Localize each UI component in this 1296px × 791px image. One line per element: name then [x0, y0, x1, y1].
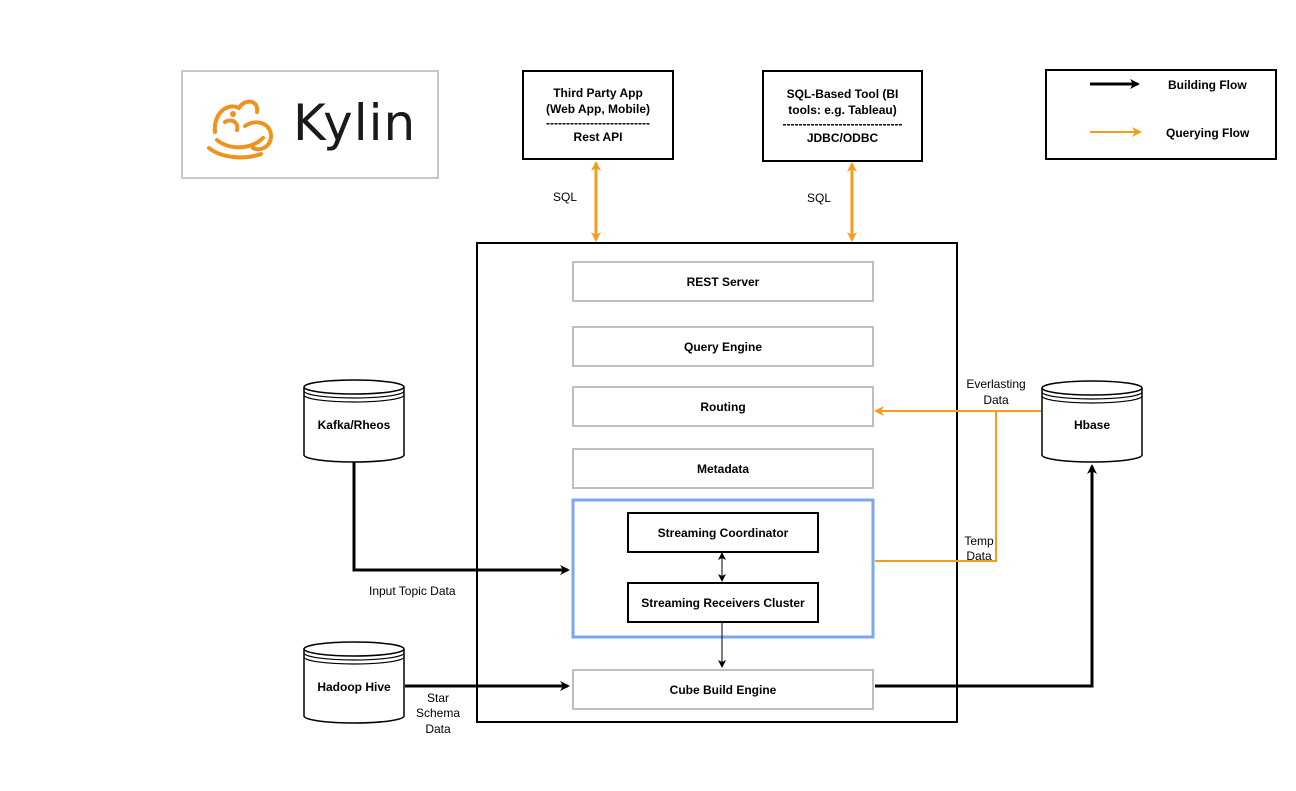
sql-tool-divider: ------------------------------ [782, 117, 903, 131]
hbase-label: Hbase [1073, 418, 1111, 432]
sql-label-right: SQL [807, 191, 832, 205]
kafka-label: Kafka/Rheos [317, 418, 391, 432]
rest-server-component[interactable]: REST Server [572, 261, 874, 302]
logo-wordmark: Kylin [293, 94, 417, 152]
third-party-app-subtitle: (Web App, Mobile) [546, 102, 650, 116]
sql-tool-box[interactable]: SQL-Based Tool (BI tools: e.g. Tableau) … [762, 70, 923, 162]
hive-label: Hadoop Hive [317, 680, 391, 694]
third-party-app-box[interactable]: Third Party App (Web App, Mobile) ------… [522, 70, 674, 160]
kafka-cylinder [303, 379, 405, 463]
everlasting-label: Everlasting [966, 377, 1026, 391]
input-topic-label: Input Topic Data [369, 584, 456, 598]
input-topic-flow [352, 460, 570, 575]
rest-api-label: Rest API [573, 130, 623, 144]
third-party-app-divider: -------------------------- [546, 116, 650, 130]
legend-building-label: Building Flow [1168, 78, 1247, 92]
routing-component[interactable]: Routing [572, 386, 874, 427]
legend-box [1045, 69, 1277, 160]
sql-tool-title: SQL-Based Tool (BI [786, 87, 899, 101]
legend-querying-label: Querying Flow [1166, 126, 1250, 140]
star-schema-data-label: Data [425, 722, 451, 736]
kylin-main-container [476, 242, 958, 723]
streaming-container [571, 498, 875, 639]
schema-label: Schema [415, 706, 461, 720]
everlasting-data-label: Data [983, 393, 1009, 407]
sql-tool-subtitle: tools: e.g. Tableau) [788, 103, 897, 117]
third-party-app-title: Third Party App [553, 86, 643, 100]
temp-data-label: Data [966, 549, 992, 563]
query-engine-component[interactable]: Query Engine [572, 326, 874, 367]
jdbc-odbc-label: JDBC/ODBC [806, 131, 879, 145]
temp-data-flow [875, 411, 997, 562]
sql-label-left: SQL [553, 190, 578, 204]
cube-to-hbase-flow [875, 464, 1097, 688]
streaming-receivers-component[interactable]: Streaming Receivers Cluster [627, 582, 819, 623]
kylin-creature-icon [207, 99, 274, 160]
metadata-component[interactable]: Metadata [572, 448, 874, 489]
hive-cylinder [303, 641, 405, 724]
cube-build-engine-component[interactable]: Cube Build Engine [572, 669, 874, 710]
hbase-cylinder [1041, 380, 1143, 463]
temp-label: Temp [964, 534, 994, 548]
streaming-coordinator-component[interactable]: Streaming Coordinator [627, 512, 819, 553]
kylin-logo: Kylin [181, 70, 439, 179]
star-label: Star [426, 691, 449, 705]
